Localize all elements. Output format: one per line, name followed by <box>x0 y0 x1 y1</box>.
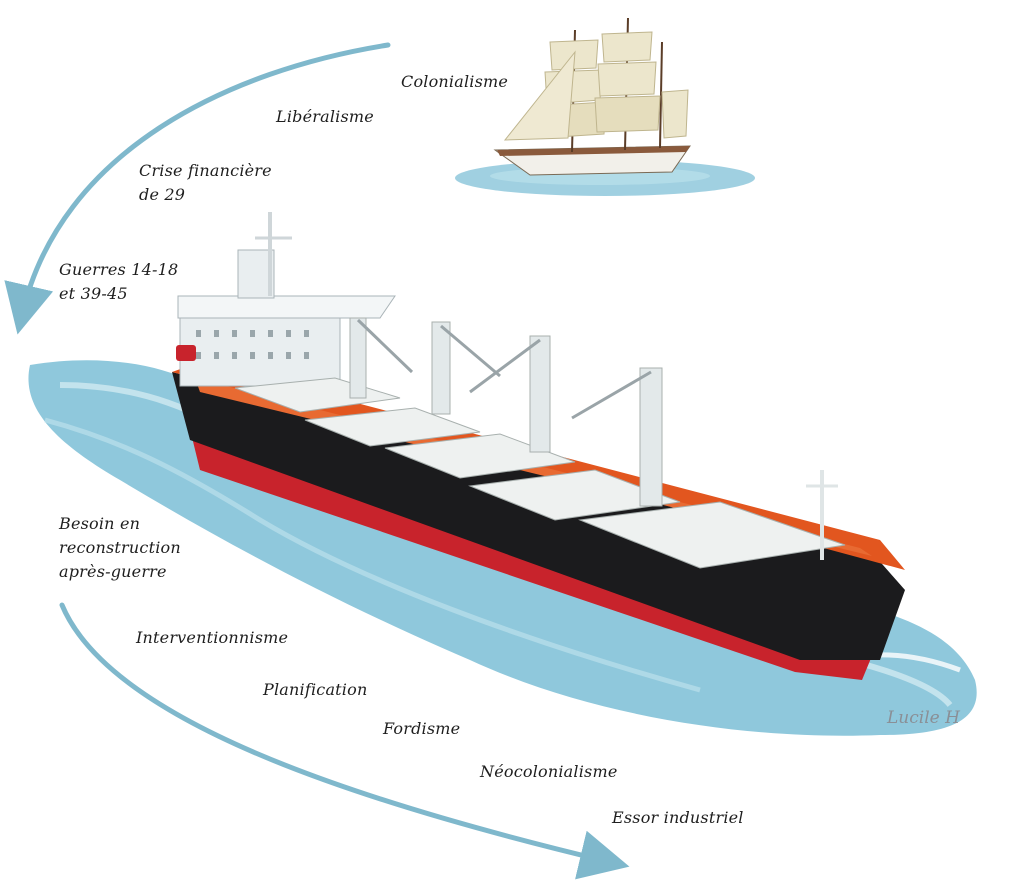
label-colonialisme-text: Colonialisme <box>401 72 509 91</box>
label-guerres-line1: Guerres 14-18 <box>59 260 179 279</box>
label-interventionnisme: Interventionnisme <box>136 626 288 650</box>
label-fordisme-text: Fordisme <box>383 719 461 738</box>
label-guerres: Guerres 14-18 et 39-45 <box>59 258 178 306</box>
label-guerres-line2: et 39-45 <box>59 284 128 303</box>
label-crise-financiere: Crise financière de 29 <box>139 159 272 207</box>
label-crise-line1: Crise financière <box>139 161 272 180</box>
timeline-arrow-top <box>4 42 391 335</box>
artist-signature: Lucile H <box>887 708 960 728</box>
label-besoin-line2: reconstruction <box>59 538 181 557</box>
sailing-ship <box>455 17 755 196</box>
label-besoin-line3: après-guerre <box>59 562 167 581</box>
label-liberalisme: Libéralisme <box>276 105 374 129</box>
label-besoin-line1: Besoin en <box>59 514 141 533</box>
label-fordisme: Fordisme <box>383 717 460 741</box>
label-neocolonialisme: Néocolonialisme <box>480 760 618 784</box>
label-liberalisme-text: Libéralisme <box>276 107 374 126</box>
label-essor-text: Essor industriel <box>612 808 744 827</box>
label-planification: Planification <box>263 678 367 702</box>
label-interventionnisme-text: Interventionnisme <box>136 628 289 647</box>
label-colonialisme: Colonialisme <box>401 70 508 94</box>
label-besoin-reconstruction: Besoin en reconstruction après-guerre <box>59 512 181 584</box>
label-crise-line2: de 29 <box>139 185 186 204</box>
timeline-arrow-bottom <box>59 602 630 880</box>
label-neocolonialisme-text: Néocolonialisme <box>480 762 618 781</box>
label-essor-industriel: Essor industriel <box>612 806 744 830</box>
label-planification-text: Planification <box>263 680 368 699</box>
cargo-ship <box>172 212 905 680</box>
